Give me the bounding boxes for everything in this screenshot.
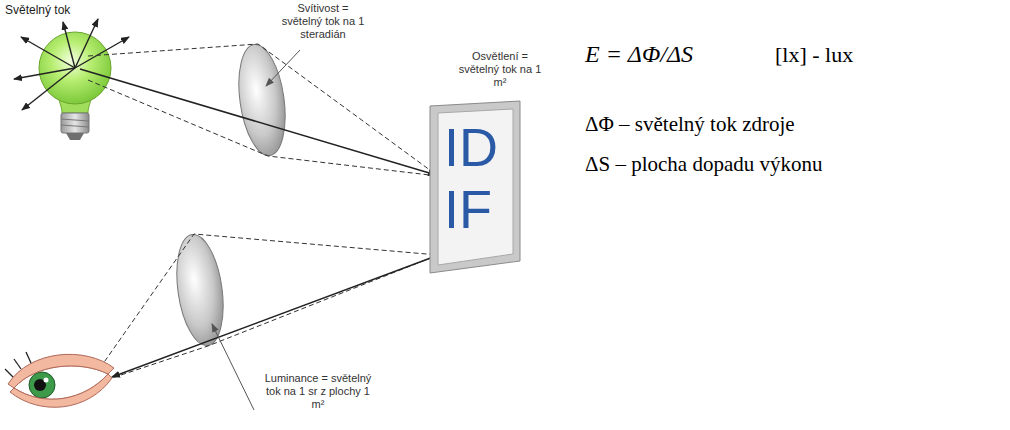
projection-screen: ID IF: [428, 100, 522, 275]
eyelashes: [5, 352, 31, 377]
luminance-disc: [170, 231, 229, 348]
steradian-disc: [232, 41, 291, 158]
bulb-tip: [66, 133, 84, 140]
screen-frame: [430, 101, 520, 273]
bulb-thread: [61, 125, 89, 127]
cone-line: [106, 255, 438, 380]
flux-arrow: [63, 22, 75, 68]
bulb-thread: [61, 119, 89, 121]
luminance-label: Luminance = světelný tok na 1 sr z ploch…: [262, 372, 374, 412]
ray-line: [112, 256, 436, 377]
flux-arrows: [14, 19, 129, 110]
flux-arrow: [75, 37, 129, 68]
iris: [29, 372, 55, 398]
intensity-label: Svítivost = světelný tok na 1 steradián: [278, 2, 368, 42]
eye-highlight: [44, 378, 49, 383]
cone-lines: [100, 234, 438, 380]
legend-note: ΔS – plocha dopadu výkonu: [585, 152, 822, 177]
leader-line: [212, 324, 254, 410]
flux-arrow: [21, 37, 75, 68]
eyelash: [5, 369, 13, 377]
legend-note: ΔΦ – světelný tok zdroje: [585, 112, 795, 137]
eyelash: [26, 352, 31, 363]
cone-lines: [88, 44, 438, 176]
illuminance-label: Osvětlení = světelný tok na 1 m²: [458, 50, 542, 90]
eyelash: [14, 359, 21, 369]
eye: [5, 352, 114, 407]
screen-letters: ID IF: [444, 100, 514, 240]
cone-line: [100, 234, 438, 368]
unit-label: [lx] - lux: [775, 42, 853, 68]
lower-eyelid: [10, 374, 112, 407]
flux-arrow: [22, 68, 75, 110]
cone-line: [88, 80, 438, 176]
bulb-base: [61, 113, 89, 133]
formula: E = ΔΦ/ΔS: [585, 40, 693, 69]
flux-arrow: [14, 68, 75, 79]
light-bulb: [39, 32, 111, 140]
cone-line: [88, 44, 438, 176]
flux-label: Světelný tok: [5, 3, 70, 17]
ray-line: [80, 69, 436, 175]
leader-line: [266, 50, 300, 86]
